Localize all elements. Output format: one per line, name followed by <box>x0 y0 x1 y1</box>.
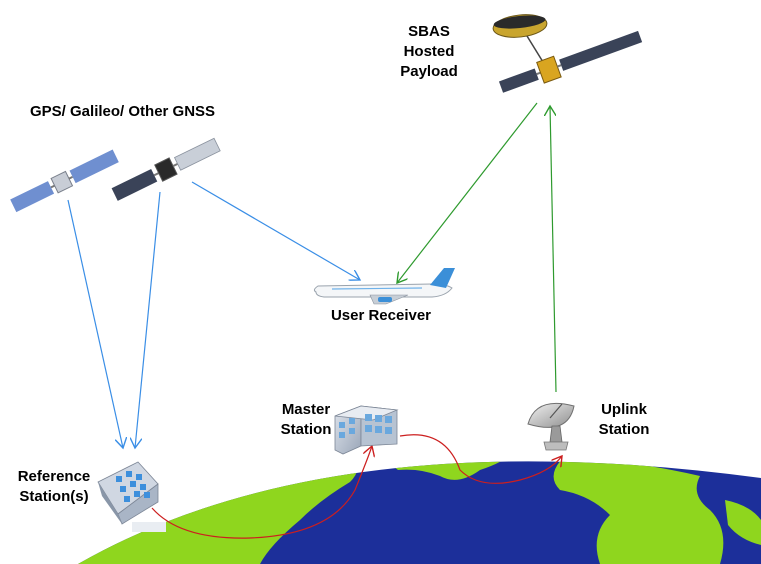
satellite-icon <box>111 137 221 201</box>
uplink-station-label-line1: Uplink <box>601 401 647 418</box>
gnss-signal-to-user <box>191 181 360 280</box>
gnss-signal-sat2-to-reference <box>135 191 161 448</box>
satellite-body <box>154 157 178 182</box>
building-icon <box>334 405 399 455</box>
gnss-signal-sat1-to-reference <box>67 199 123 448</box>
earth-land-far-east <box>725 500 761 545</box>
dish-reflector <box>527 402 575 428</box>
airplane-icon <box>313 268 455 305</box>
ground-link-master-to-uplink <box>399 434 562 484</box>
reference-station-label-line2: Station(s) <box>19 488 88 505</box>
building-icon <box>97 461 166 532</box>
satellite-body <box>50 170 74 194</box>
uplink-station-label-line2: Station <box>599 421 650 438</box>
master-station-label-line2: Station <box>281 421 332 438</box>
gnss-title-label: GPS/ Galileo/ Other GNSS <box>30 103 215 120</box>
uplink-signal-to-sbas <box>550 106 557 393</box>
globe-icon <box>78 461 761 564</box>
master-station-label-line1: Master <box>282 401 331 418</box>
satellite-panel-right <box>559 30 643 71</box>
earth-land-east <box>553 461 724 564</box>
sbas-label-line1: SBAS <box>408 23 450 40</box>
airplane-tail <box>430 268 455 288</box>
airplane-fuselage <box>313 283 453 298</box>
earth-land-center <box>390 461 520 480</box>
satellite-panel-left <box>10 181 55 213</box>
satellite-body <box>536 55 562 84</box>
reference-station-label-line1: Reference <box>18 468 91 485</box>
user-receiver-label: User Receiver <box>331 307 431 324</box>
satellite-panel-left <box>498 68 539 93</box>
satellite-panel-right <box>173 137 221 171</box>
sbas-signal-to-user <box>397 102 538 283</box>
satellite-icon <box>10 149 119 213</box>
satellite-panel-left <box>111 168 158 201</box>
satellite-icon <box>492 14 643 93</box>
ground-link-reference-to-master <box>151 446 372 539</box>
satellite-dish-icon <box>527 402 575 451</box>
sbas-label-line3: Payload <box>400 63 458 80</box>
dish-mount <box>549 425 563 443</box>
satellite-panel-right <box>69 149 119 184</box>
sbas-label-line2: Hosted <box>404 43 455 60</box>
